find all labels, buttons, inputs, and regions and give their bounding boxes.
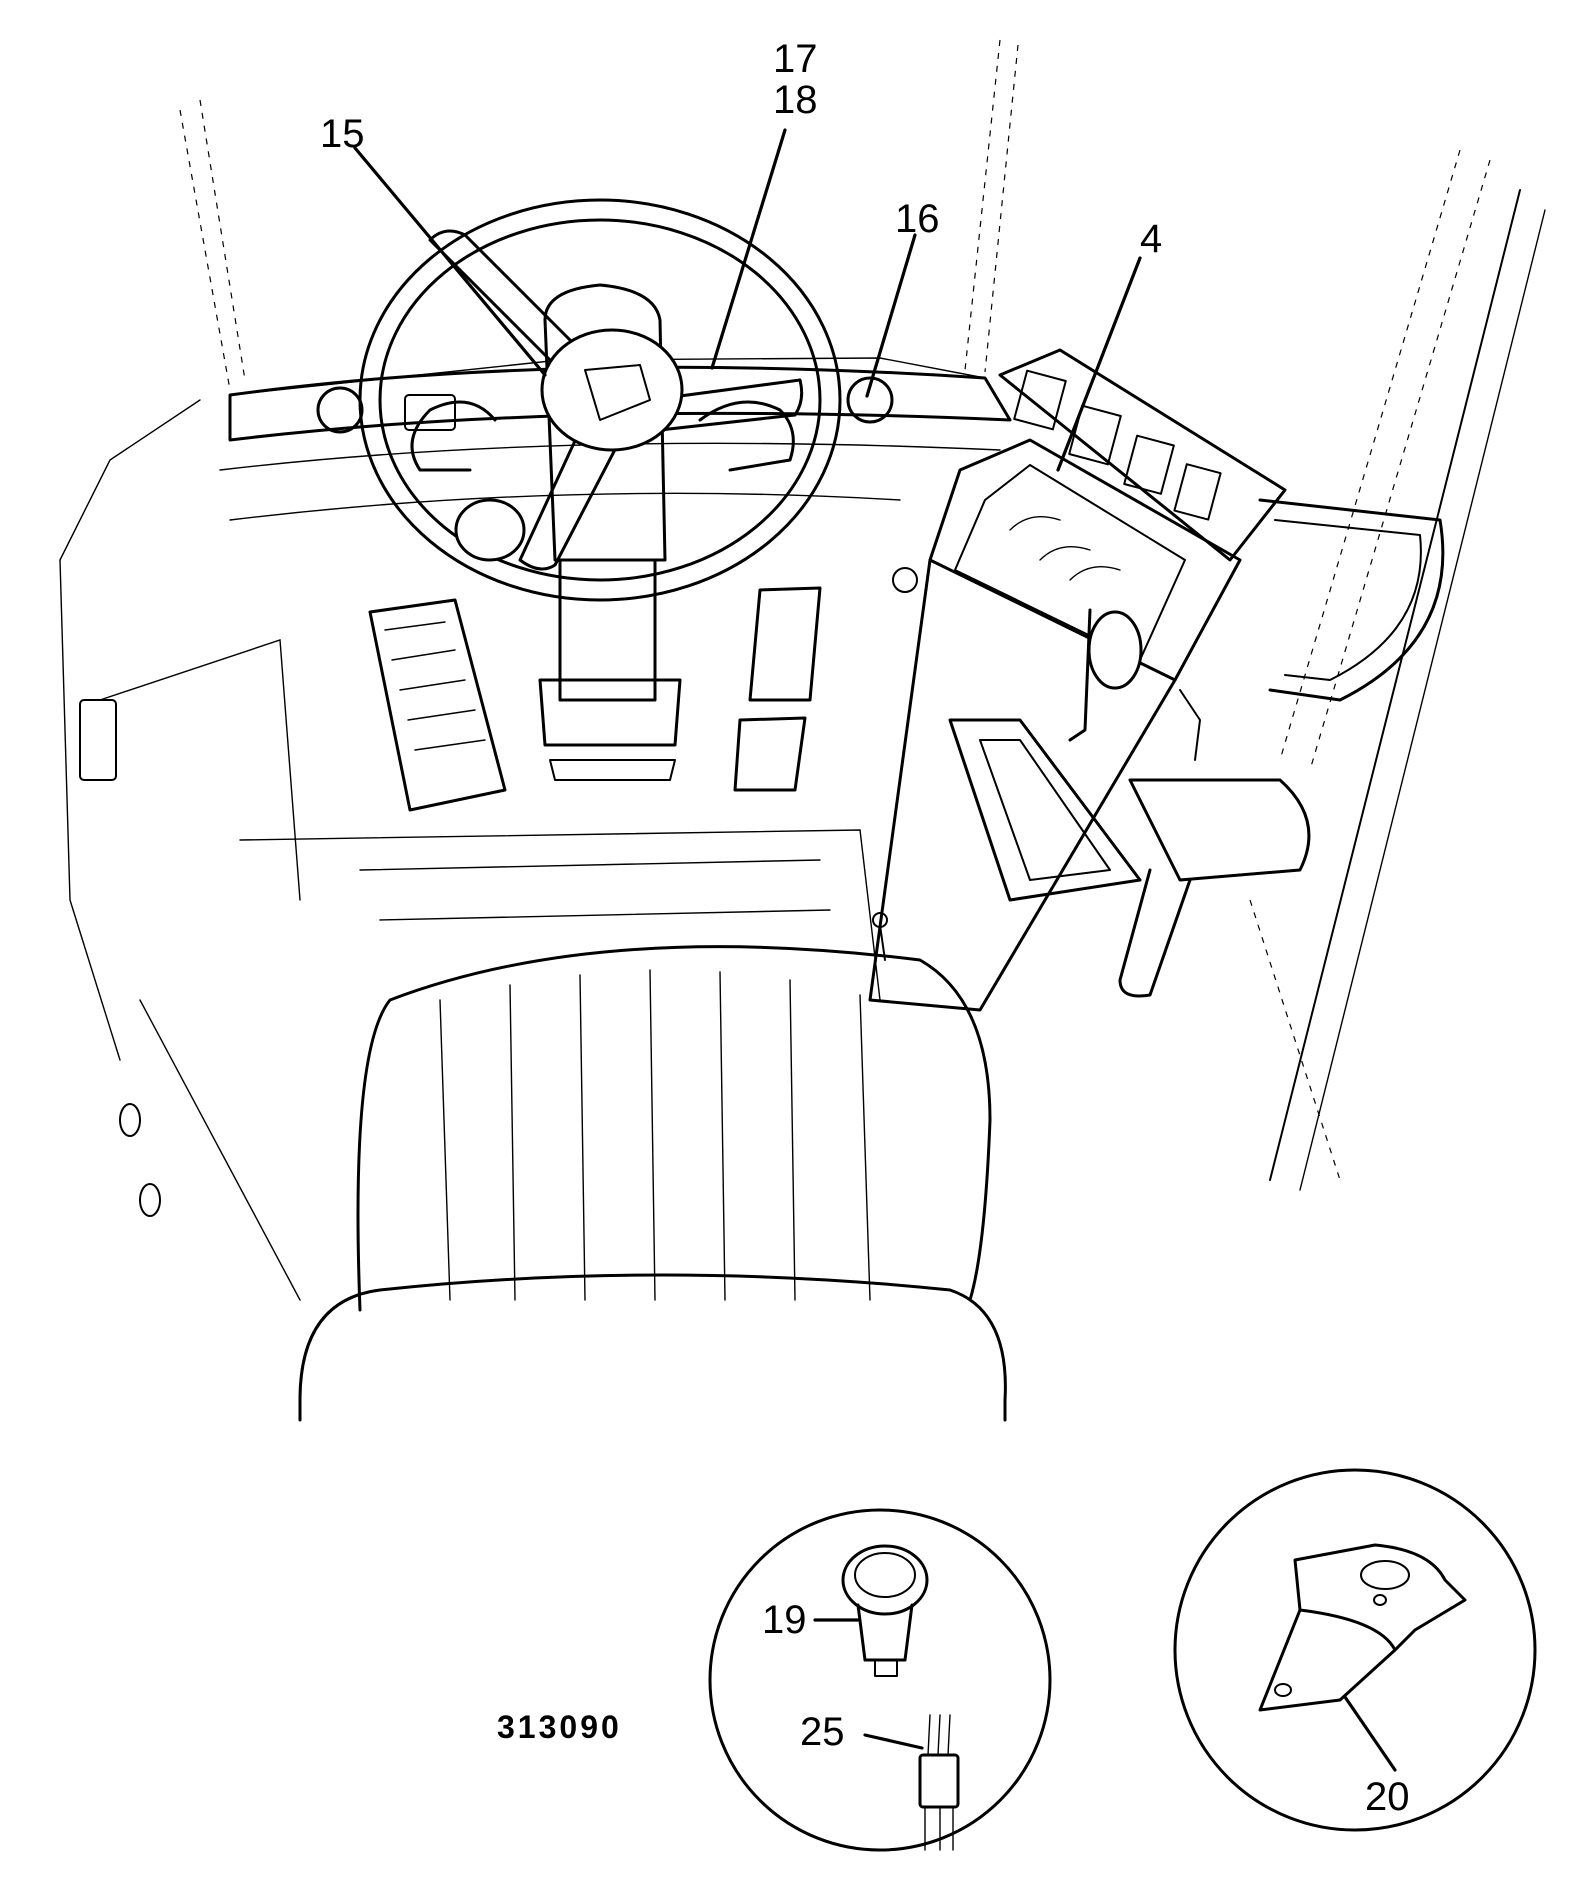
pedals [368,586,822,812]
callout-18: 18 [773,78,818,122]
dashboard [219,365,1012,521]
callout-20: 20 [1365,1775,1410,1819]
callout-labels: 15 17 18 16 4 19 25 20 313090 [320,37,1410,1819]
leader-lines [353,128,1397,1772]
cab-frame [59,39,1546,1191]
detail-inset-switch [708,1508,1052,1852]
steering-wheel[interactable] [358,198,842,602]
callout-16: 16 [895,197,940,241]
detail-inset-bracket [1173,1468,1537,1832]
instrument-console [868,348,1445,1012]
callout-15: 15 [320,112,365,156]
callout-4: 4 [1140,217,1162,261]
callout-25: 25 [800,1710,845,1754]
operator-seat [298,945,1007,1422]
steering-column [410,283,795,781]
gear-lever-and-armrest[interactable] [948,608,1311,998]
callout-19: 19 [762,1598,807,1642]
reference-number: 313090 [497,1709,622,1745]
callout-17: 17 [773,37,818,81]
floor [79,639,888,1301]
